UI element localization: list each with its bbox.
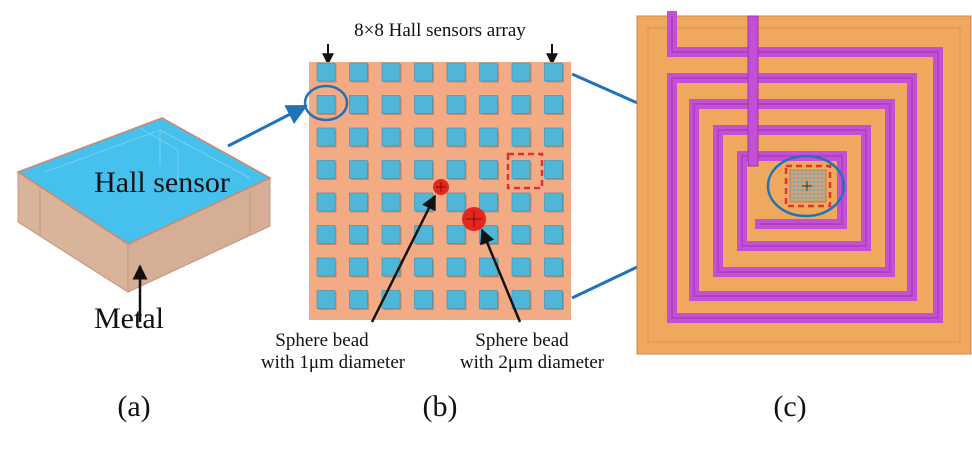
hall-sensor-cell	[349, 160, 368, 179]
hall-sensor-cell	[479, 290, 498, 309]
sensor-grid	[316, 62, 564, 310]
hall-sensor-cell	[511, 95, 531, 114]
center-zoom-ellipse	[766, 154, 846, 218]
hall-sensor-cell	[381, 192, 401, 212]
hall-sensor-cell	[446, 95, 466, 114]
hall-sensor-cell	[316, 290, 336, 309]
hall-sensor-cell	[414, 257, 433, 277]
hall-sensor-cell	[381, 225, 401, 244]
hall-sensor-cell	[381, 127, 401, 147]
chip-inner-border	[647, 27, 961, 343]
hall-sensor-cell	[511, 160, 531, 179]
hall-sensor-cell	[446, 192, 466, 212]
hall-sensor-cell	[446, 225, 466, 244]
hall-sensor-cell	[316, 127, 336, 147]
hall-sensor-cell	[446, 290, 466, 309]
coil-lead	[747, 15, 759, 167]
hall-sensor-cell	[349, 95, 368, 114]
hall-sensor-cell	[381, 62, 401, 82]
bead-1um-label-line2: with 1μm diameter	[261, 352, 406, 373]
hall-sensor-cell	[446, 160, 466, 179]
hall-sensor-cell	[446, 127, 466, 147]
caption-b: (b)	[423, 390, 458, 423]
hall-sensor-cell	[316, 225, 336, 244]
hall-sensor-cell	[446, 257, 466, 277]
hall-sensor-cell	[414, 160, 433, 179]
hall-sensor-cell	[479, 95, 498, 114]
hall-sensor-cell	[511, 127, 531, 147]
hall-sensor-cell	[349, 192, 368, 212]
hall-sensor-cell	[349, 127, 368, 147]
selected-sensor-ellipse	[303, 84, 349, 122]
bead-2um-label-line2: with 2μm diameter	[460, 352, 605, 373]
hall-sensor-cell	[414, 127, 433, 147]
arrow-a-to-b	[227, 104, 308, 148]
hall-sensor-cell	[479, 127, 498, 147]
hall-sensor-cell	[316, 160, 336, 179]
hall-sensor-cell	[479, 160, 498, 179]
panel-c: (c)	[636, 11, 972, 423]
hall-sensor-label: Hall sensor	[94, 166, 230, 199]
bead-2um	[462, 207, 486, 231]
hall-sensor-cell	[316, 192, 336, 212]
hall-sensor-cell	[544, 192, 563, 212]
panel-a: Hall sensor Metal (a)	[16, 117, 272, 423]
hall-sensor-cell	[544, 95, 563, 114]
hall-sensor-cell	[544, 62, 563, 82]
center-dashed-box	[784, 164, 832, 208]
hall-sensor-cell	[511, 290, 531, 309]
bead-1um-arrow	[370, 194, 437, 323]
hall-sensor-cell	[349, 257, 368, 277]
hall-sensor-cell	[544, 160, 563, 179]
hall-sensor-cell	[414, 290, 433, 309]
hall-sensor-cell	[349, 225, 368, 244]
bead-2um-label-line1: Sphere bead	[475, 330, 569, 351]
hall-sensor-cell	[316, 257, 336, 277]
hall-sensor-cell	[414, 62, 433, 82]
hall-sensor-cell	[349, 290, 368, 309]
hall-sensor-cell	[544, 127, 563, 147]
hall-sensor-cell	[446, 62, 466, 82]
metal-edge-lines	[17, 185, 271, 293]
hall-sensor-cell	[349, 62, 368, 82]
hall-sensor-cell	[511, 225, 531, 244]
array-title: 8×8 Hall sensors array	[354, 20, 526, 41]
hall-sensor-cell	[479, 62, 498, 82]
hall-sensor-cell	[414, 225, 433, 244]
hall-sensor-cell	[544, 290, 563, 309]
bead-1um	[433, 179, 449, 195]
hall-sensor-cell	[381, 160, 401, 179]
bead-2um-arrow	[480, 228, 522, 323]
spiral-coil-edges	[671, 16, 939, 319]
metal-label: Metal	[94, 302, 164, 335]
hall-sensor-cell	[414, 95, 433, 114]
hall-sensor-cell	[381, 95, 401, 114]
bead-1um-label-line1: Sphere bead	[275, 330, 369, 351]
hall-sensor-cell	[479, 225, 498, 244]
sensor-bevel-lines	[44, 127, 251, 185]
hall-sensor-top-face	[16, 117, 272, 245]
hall-sensor-cell	[511, 62, 531, 82]
hall-sensor-cell	[511, 257, 531, 277]
hall-sensor-cell	[316, 95, 336, 114]
caption-a: (a)	[117, 390, 150, 423]
hall-sensor-cell	[544, 225, 563, 244]
caption-c: (c)	[773, 390, 806, 423]
dashed-highlight-box	[506, 152, 544, 190]
hall-sensor-cell	[479, 192, 498, 212]
hall-sensor-cell	[381, 290, 401, 309]
hall-sensor-cell	[316, 62, 336, 82]
panel-b: 8×8 Hall sensors array Sphere bead with …	[261, 20, 605, 423]
hall-sensor-cell	[511, 192, 531, 212]
hall-sensor-cell	[544, 257, 563, 277]
